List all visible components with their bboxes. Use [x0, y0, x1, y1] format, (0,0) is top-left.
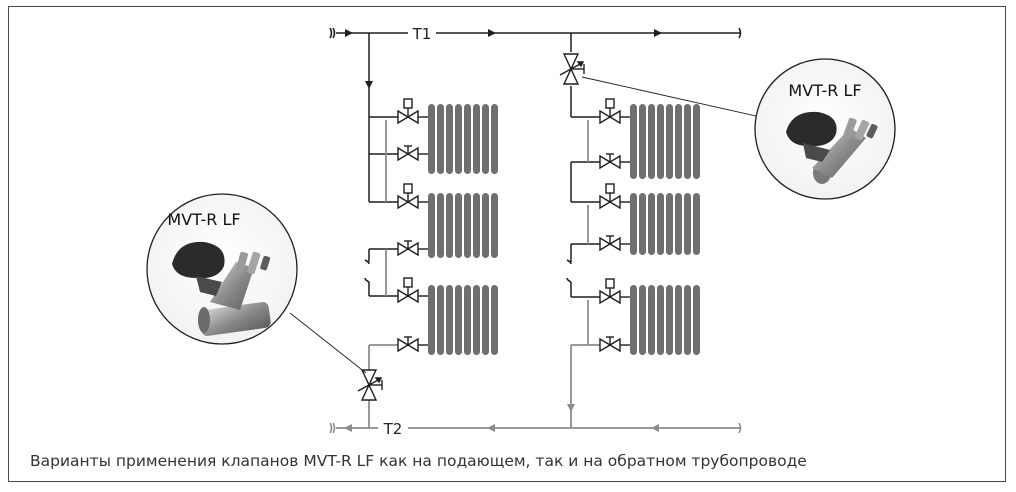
callout-leader-supply: [581, 76, 766, 119]
radiators: [428, 104, 700, 355]
break-mark-icon: [329, 422, 742, 434]
callout-leader-return: [289, 312, 367, 374]
valve-photo-icon: [172, 241, 271, 336]
valve-callout-supply: MVT-R LF: [754, 58, 896, 200]
shutoff-valves: [397, 145, 630, 353]
shutoff-valve-icon: [397, 336, 428, 353]
supply-pipe: [336, 32, 740, 298]
radiator-icon: [630, 285, 700, 355]
balancing-valve-icon: [357, 369, 383, 401]
valve-photo-icon: [786, 111, 878, 184]
shutoff-valve-icon: [397, 240, 428, 257]
break-mark-icon: [329, 27, 742, 283]
thermostatic-valve-icon: [599, 98, 630, 125]
shutoff-valve-icon: [599, 235, 630, 252]
shutoff-valve-icon: [599, 336, 630, 353]
callout-label-supply: MVT-R LF: [788, 81, 861, 100]
shutoff-valve-icon: [599, 153, 630, 170]
thermostatic-valve-icon: [397, 183, 428, 210]
radiator-icon: [630, 104, 700, 179]
return-pipe-label: T2: [383, 420, 403, 438]
thermostatic-valve-icon: [397, 98, 428, 125]
balancing-valve-supply: [559, 53, 585, 85]
figure-frame: [8, 6, 1006, 482]
flow-arrow-icon: [345, 29, 662, 89]
supply-pipe-label: T1: [412, 25, 432, 43]
shutoff-valve-icon: [397, 145, 428, 162]
radiator-icon: [428, 104, 498, 174]
heating-system-diagram: T1 T2: [146, 25, 896, 438]
thermostatic-valve-icon: [397, 277, 428, 304]
figure-caption: Варианты применения клапанов MVT-R LF ка…: [30, 452, 807, 470]
callout-label-return: MVT-R LF: [167, 210, 240, 229]
valve-callout-return: MVT-R LF: [146, 193, 298, 345]
thermostatic-valve-icon: [599, 278, 630, 305]
balancing-valve-icon: [559, 53, 585, 85]
thermostatic-valve-icon: [599, 183, 630, 210]
radiator-icon: [428, 285, 498, 355]
thermostatic-valves: [397, 98, 630, 305]
balancing-valve-return: [357, 369, 383, 401]
radiator-icon: [428, 193, 498, 258]
flow-arrow-icon: [344, 404, 659, 432]
return-pipe: [336, 120, 740, 429]
radiator-icon: [630, 193, 700, 255]
